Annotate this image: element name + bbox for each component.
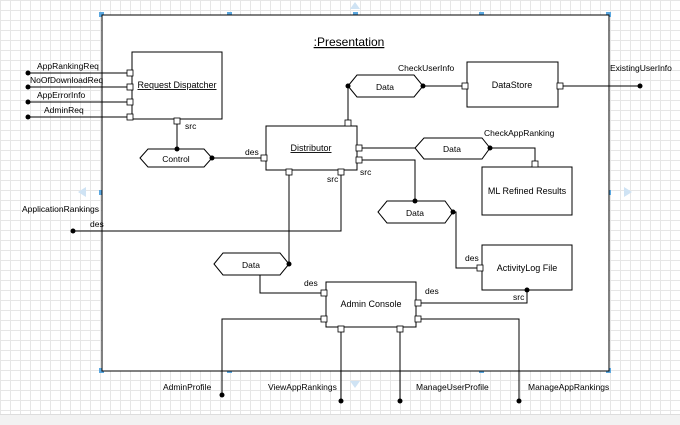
label-des-distributor: des — [245, 147, 259, 157]
label-app-error-info: AppErrorInfo — [37, 90, 85, 100]
data-left-label: Data — [242, 260, 260, 270]
label-app-ranking-req: AppRankingReq — [37, 61, 99, 71]
endpoint-dot — [174, 146, 180, 152]
distributor-port-bottom-1 — [285, 168, 293, 176]
endpoint-dot — [286, 261, 292, 267]
dispatcher-port-src — [173, 117, 181, 125]
label-admin-profile: AdminProfile — [163, 382, 211, 392]
label-admin-req: AdminReq — [44, 105, 84, 115]
expand-arrows — [78, 2, 632, 388]
wire-manage-app-rankings — [421, 318, 520, 401]
label-des-admin-right: des — [425, 286, 439, 296]
endpoint-dot — [25, 99, 31, 105]
wire-data-admin — [259, 275, 321, 294]
endpoint-dot — [25, 70, 31, 76]
label-manage-app-rankings: ManageAppRankings — [528, 382, 609, 392]
admin-port-right-1 — [414, 299, 422, 307]
endpoint-dot — [450, 209, 456, 215]
expand-right-icon[interactable] — [624, 187, 632, 197]
endpoint-dot — [338, 398, 344, 404]
endpoint-dot — [219, 392, 225, 398]
request-dispatcher-label: Request Dispatcher — [137, 80, 216, 90]
ml-refined-results-label: ML Refined Results — [488, 186, 567, 196]
distributor-port-des — [260, 154, 268, 162]
label-no-of-download-req: NoOfDownloadReq — [30, 75, 104, 85]
label-src-activity: src — [513, 292, 525, 302]
horizontal-scrollbar[interactable] — [0, 414, 680, 425]
dispatcher-port-4 — [126, 113, 134, 121]
label-src-distributor-a: src — [327, 174, 339, 184]
endpoint-dot — [524, 287, 530, 293]
distributor-label: Distributor — [290, 143, 331, 153]
endpoint-dot — [397, 398, 403, 404]
distributor-port-top — [344, 119, 352, 127]
label-existing-user-info: ExistingUserInfo — [610, 63, 672, 73]
label-view-app-rankings: ViewAppRankings — [268, 382, 337, 392]
endpoint-dot — [345, 83, 351, 89]
endpoint-dot — [420, 83, 426, 89]
label-manage-user-profile: ManageUserProfile — [416, 382, 489, 392]
activity-port-left — [476, 264, 484, 272]
dispatcher-port-2 — [126, 83, 134, 91]
distributor-port-right-2 — [355, 156, 363, 164]
wire-admin-profile — [221, 318, 321, 395]
data-mid-label: Data — [443, 144, 461, 154]
wire-data-ml — [490, 147, 536, 161]
wire-application-rankings — [73, 175, 342, 232]
label-application-rankings: ApplicationRankings — [22, 204, 99, 214]
admin-port-right-2 — [414, 315, 422, 323]
endpoint-dot — [70, 228, 76, 234]
admin-port-bottom-1 — [337, 325, 345, 333]
expand-down-icon[interactable] — [350, 381, 360, 388]
request-dispatcher-box[interactable] — [131, 51, 223, 120]
ml-refined-results-box[interactable] — [481, 166, 573, 216]
activity-log-box[interactable] — [481, 244, 573, 291]
wire-distributor-data-right — [362, 159, 416, 201]
data-top-label: Data — [376, 82, 394, 92]
label-check-app-ranking: CheckAppRanking — [484, 128, 555, 138]
dispatcher-port-3 — [126, 98, 134, 106]
activity-log-label: ActivityLog File — [497, 263, 558, 273]
container-title: :Presentation — [314, 35, 385, 49]
data-right-label: Data — [406, 208, 424, 218]
datastore-port-left — [461, 82, 469, 90]
endpoint-dot — [516, 398, 522, 404]
label-des-app-rankings: des — [90, 219, 104, 229]
endpoint-dot — [637, 83, 643, 89]
expand-up-icon[interactable] — [350, 2, 360, 9]
label-check-user-info: CheckUserInfo — [398, 63, 454, 73]
label-des-activity: des — [465, 253, 479, 263]
datastore-label: DataStore — [492, 80, 533, 90]
endpoint-dot — [412, 198, 418, 204]
control-label: Control — [162, 154, 190, 164]
admin-console-box[interactable] — [325, 281, 417, 328]
endpoint-dot — [25, 114, 31, 120]
label-src-dispatcher: src — [185, 121, 197, 131]
label-src-distributor-b: src — [360, 167, 372, 177]
distributor-box[interactable] — [265, 125, 358, 171]
wire-admin-activity — [421, 290, 528, 304]
distributor-port-bottom-2 — [337, 168, 345, 176]
label-des-admin-left: des — [304, 278, 318, 288]
admin-port-left-2 — [320, 315, 328, 323]
distributor-port-right-1 — [355, 144, 363, 152]
admin-port-left-1 — [320, 289, 328, 297]
endpoint-dot — [25, 84, 31, 90]
endpoint-dot — [209, 155, 215, 161]
dispatcher-port-1 — [126, 69, 134, 77]
ml-port-top — [531, 160, 539, 168]
admin-port-bottom-2 — [396, 325, 404, 333]
datastore-port-right — [556, 82, 564, 90]
expand-left-icon[interactable] — [78, 187, 86, 197]
admin-console-label: Admin Console — [340, 299, 401, 309]
